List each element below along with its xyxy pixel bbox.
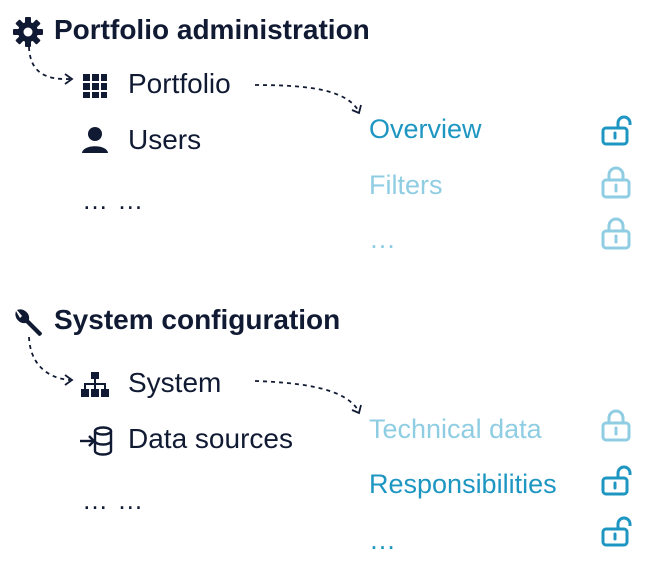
subitem-responsibilities[interactable]: Responsibilities [369, 469, 557, 499]
subitem-technical-data[interactable]: Technical data [369, 414, 542, 444]
section-title-system-configuration: System configuration [54, 304, 341, 335]
lock-icon[interactable] [601, 216, 631, 255]
nav-item-data-sources[interactable]: Data sources [128, 423, 293, 454]
subitem-more: … [369, 525, 396, 555]
connector-system-config-to-system [28, 336, 71, 381]
arrowhead-icon [351, 404, 362, 415]
subitem-more: … [369, 224, 396, 254]
subitem-filters[interactable]: Filters [369, 170, 443, 200]
arrowhead-icon [351, 104, 362, 115]
user-icon [81, 126, 109, 159]
nav-item-portfolio[interactable]: Portfolio [128, 68, 231, 99]
arrowhead-icon [64, 73, 74, 85]
database-import-icon [79, 426, 113, 461]
nav-item-system[interactable]: System [128, 367, 222, 398]
unlock-icon[interactable] [601, 464, 633, 501]
lock-icon[interactable] [601, 408, 631, 447]
connector-system-to-technical [254, 380, 359, 411]
sitemap-icon [80, 371, 110, 404]
gear-icon [12, 16, 44, 53]
nav-item-users[interactable]: Users [128, 124, 202, 155]
grid-icon [82, 73, 108, 104]
unlock-icon[interactable] [601, 114, 633, 151]
wrench-icon [12, 308, 44, 345]
connector-portfolio-to-overview [254, 84, 359, 111]
subitem-overview[interactable]: Overview [369, 114, 482, 144]
unlock-icon[interactable] [601, 515, 633, 552]
arrowhead-icon [64, 374, 74, 386]
nav-item-more: … … [82, 185, 145, 215]
nav-item-more: … … [82, 485, 145, 515]
section-title-portfolio-administration: Portfolio administration [54, 14, 370, 45]
lock-icon[interactable] [601, 165, 631, 204]
